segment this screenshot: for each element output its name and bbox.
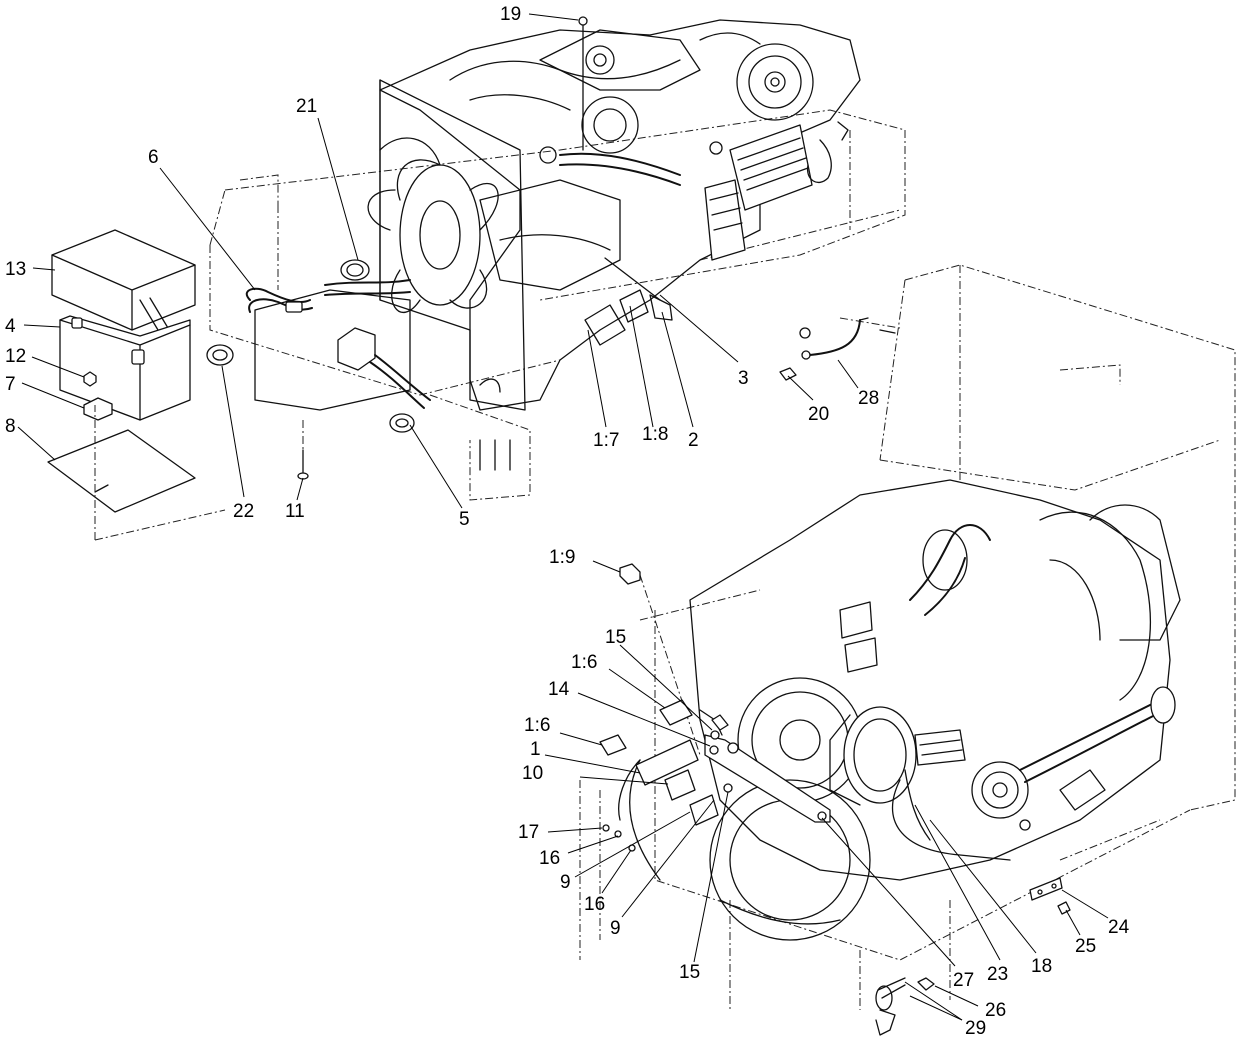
part-28-ground-cable: [799, 317, 896, 360]
cooling-fan: [367, 137, 499, 314]
callout-9-lower: 9: [610, 918, 621, 939]
callout-19: 19: [500, 4, 521, 25]
callout-21: 21: [296, 96, 317, 117]
callout-17: 17: [518, 822, 539, 843]
callout-27: 27: [953, 970, 974, 991]
callout-6: 6: [148, 147, 159, 168]
callout-1-9: 1:9: [549, 547, 575, 568]
callout-22: 22: [233, 501, 254, 522]
callout-1-8: 1:8: [642, 424, 668, 445]
part-12-nut: [83, 371, 97, 387]
callout-28: 28: [858, 388, 879, 409]
part-26-cap: [917, 977, 935, 991]
callout-7: 7: [5, 374, 16, 395]
callout-24: 24: [1108, 917, 1130, 938]
callout-8: 8: [5, 416, 16, 437]
callout-labels: 19 21 6 13 4 12 7 8 22 11 5 1:7 1:8 2 3 …: [5, 4, 1130, 1039]
callout-2: 2: [688, 430, 699, 451]
part-25-bolt: [1057, 901, 1071, 915]
part-22-grommet: [206, 344, 234, 366]
callout-14: 14: [548, 679, 570, 700]
part-27-bracket: [704, 734, 831, 823]
part-24-plate: [1029, 877, 1063, 901]
callout-10: 10: [522, 763, 543, 784]
part-29-clip: [875, 977, 906, 1036]
callout-25: 25: [1075, 936, 1096, 957]
callout-1-7: 1:7: [593, 430, 619, 451]
upper-engine-assembly: [206, 16, 906, 501]
part-5-harness: [337, 327, 431, 433]
callout-12: 12: [5, 346, 26, 367]
callout-16-upper: 16: [539, 848, 560, 869]
callout-23: 23: [987, 964, 1008, 985]
callout-1-6-lower: 1:6: [524, 715, 550, 736]
callout-18: 18: [1031, 956, 1052, 977]
callout-5: 5: [459, 509, 470, 530]
callout-3: 3: [738, 368, 749, 389]
callout-15-bottom: 15: [679, 962, 700, 983]
callout-16-lower: 16: [584, 894, 605, 915]
leader-lines: [17, 13, 1109, 1021]
callout-1: 1: [530, 739, 541, 760]
callout-4: 4: [5, 316, 16, 337]
part-1-9-relay: [619, 563, 641, 585]
callout-13: 13: [5, 259, 26, 280]
battery-assembly: [47, 229, 226, 541]
callout-11: 11: [285, 501, 305, 522]
callout-1-6-upper: 1:6: [571, 652, 597, 673]
part-7-clamp: [83, 397, 113, 421]
part-8-tray: [47, 429, 196, 513]
lower-engine-assembly: [579, 264, 1236, 1036]
part-20-nut: [779, 367, 797, 381]
callout-20: 20: [808, 404, 829, 425]
callout-29: 29: [965, 1018, 986, 1039]
callout-9-upper: 9: [560, 872, 571, 893]
callout-15-top: 15: [605, 627, 626, 648]
callout-26: 26: [985, 1000, 1006, 1021]
part-6-hose: [245, 287, 313, 313]
